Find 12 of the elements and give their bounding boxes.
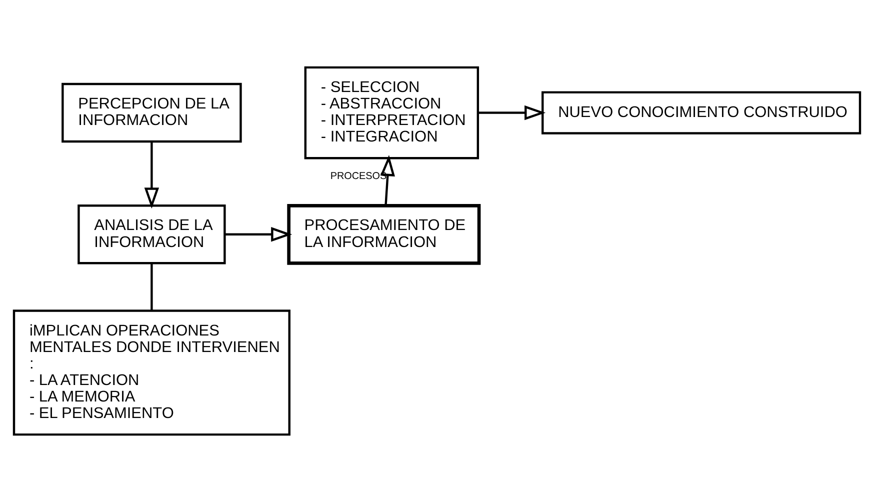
node-box: PERCEPCION DE LA INFORMACION (61, 82, 242, 142)
connector (150, 262, 152, 310)
arrow (144, 141, 159, 208)
arrow (478, 104, 546, 120)
node-box: ANALISIS DE LA INFORMACION (77, 204, 226, 264)
node-box: NUEVO CONOCIMIENTO CONSTRUIDO (541, 90, 861, 134)
arrow (380, 154, 394, 206)
arrow (224, 226, 292, 242)
edge-label: PROCESOS (330, 170, 386, 182)
node-box: iMPLICAN OPERACIONES MENTALES DONDE INTERVIENEN : - LA ATENCION - LA MEMORIA - EL PENSAMIENTO (12, 309, 290, 436)
node-box: - SELECCION - ABSTRACCION - INTERPRETACION - INTEGRACION (304, 66, 479, 159)
node-box: PROCESAMIENTO DE LA INFORMACION (286, 204, 480, 264)
